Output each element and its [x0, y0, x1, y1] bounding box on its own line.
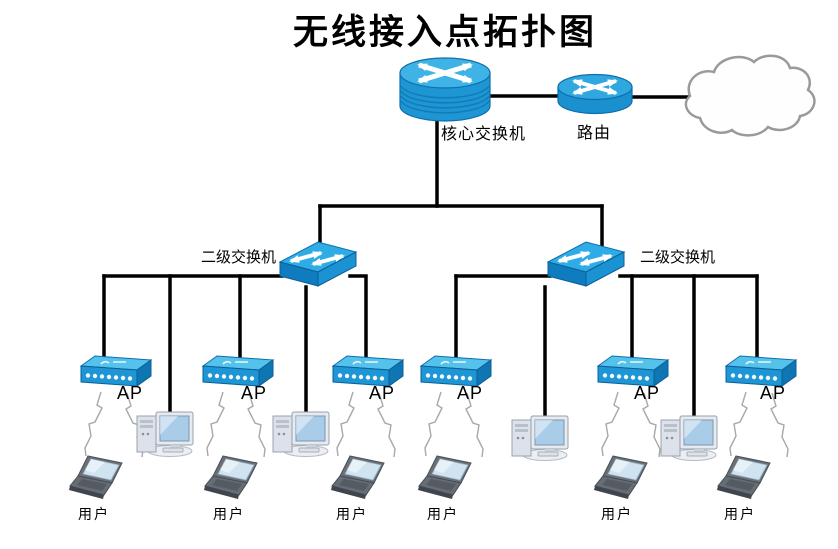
- zigzag-wave-icon: [206, 391, 225, 457]
- secondary-switch-right-label: 二级交换机: [640, 249, 716, 266]
- secondary-switch-left-label: 二级交换机: [200, 249, 276, 266]
- laptop-icon-6: [716, 455, 771, 500]
- laptop-icon-5: [593, 455, 648, 500]
- user-label-4: 用户: [427, 506, 459, 522]
- desktop-pc-icon-4: [660, 415, 718, 461]
- ap-icon-3: [332, 355, 404, 387]
- zigzag-wave-icon: [729, 391, 748, 457]
- ap-label-5: AP: [634, 383, 661, 403]
- ap-label-1: AP: [117, 383, 144, 403]
- link-ap3: [348, 274, 368, 366]
- ap-label-3: AP: [369, 383, 396, 403]
- ap-icon-4: [420, 355, 492, 387]
- ap-label-4: AP: [457, 383, 484, 403]
- laptop-icon-4: [417, 455, 472, 500]
- zigzag-wave-icon: [424, 391, 443, 457]
- router-label: 路由: [577, 125, 612, 142]
- ap-icon-6: [725, 355, 797, 387]
- user-label-2: 用户: [213, 506, 245, 522]
- desktop-pc-icon-1: [136, 411, 194, 457]
- workgroup-switch-icon-left: [280, 242, 356, 286]
- core-switch-icon: [399, 57, 491, 122]
- user-label-1: 用户: [78, 506, 110, 522]
- workgroup-switch-icon-right: [548, 242, 624, 286]
- user-label-5: 用户: [601, 506, 633, 522]
- desktop-pc-icon-3: [511, 415, 569, 461]
- ap-label-6: AP: [760, 383, 787, 403]
- zigzag-wave-icon: [336, 391, 355, 457]
- user-label-6: 用户: [724, 506, 756, 522]
- desktop-pc-icon-2: [272, 411, 330, 457]
- cloud-icon: [684, 54, 816, 137]
- laptop-icon-2: [203, 455, 258, 500]
- zigzag-wave-icon: [601, 391, 620, 457]
- core-switch-label: 核心交换机: [441, 126, 527, 143]
- laptop-icon-3: [330, 455, 385, 500]
- zigzag-wave-icon: [84, 391, 103, 457]
- diagram-title: 无线接入点拓扑图: [292, 13, 597, 52]
- router-icon: [557, 73, 633, 115]
- ap-icon-5: [597, 355, 669, 387]
- user-label-3: 用户: [336, 506, 368, 522]
- ap-icon-2: [202, 355, 274, 387]
- ap-icon-1: [80, 355, 152, 387]
- laptop-icon-1: [68, 455, 123, 500]
- network-links: [102, 94, 759, 424]
- ap-label-2: AP: [241, 383, 268, 403]
